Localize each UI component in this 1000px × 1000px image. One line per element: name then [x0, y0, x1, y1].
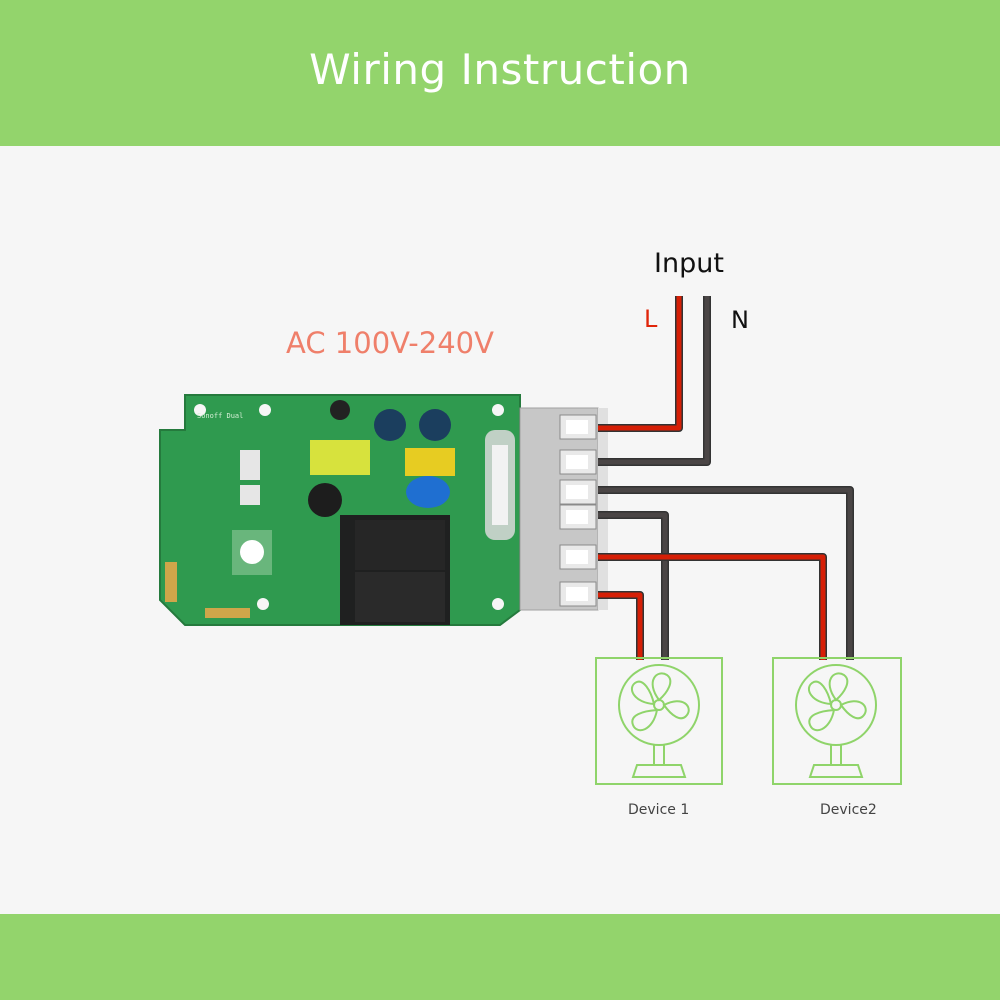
fan-icon	[618, 664, 700, 778]
device-2-label: Device2	[820, 802, 877, 818]
voltage-label: AC 100V-240V	[286, 326, 494, 360]
page-title: Wiring Instruction	[309, 45, 691, 94]
footer-band	[0, 914, 1000, 1000]
terminal-slot	[559, 581, 597, 607]
header-band	[0, 0, 1000, 146]
board-silk-text: Sonoff Dual	[197, 412, 243, 420]
terminal-slot	[559, 544, 597, 570]
input-label: Input	[654, 248, 724, 279]
terminal-slot	[559, 449, 597, 475]
device-2-box	[772, 657, 902, 785]
neutral-label: N	[731, 306, 749, 334]
terminal-slot	[559, 479, 597, 505]
terminal-slot	[559, 414, 597, 440]
terminal-block	[519, 407, 608, 611]
fan-icon	[795, 664, 877, 778]
pcb-board	[159, 394, 521, 626]
device-1-label: Device 1	[628, 802, 690, 818]
terminal-slot	[559, 504, 597, 530]
device-1-box	[595, 657, 723, 785]
wire-input-line	[598, 296, 683, 432]
wire-device2-line	[598, 553, 827, 660]
wire-device1-neutral	[598, 511, 669, 660]
line-label: L	[644, 305, 658, 333]
